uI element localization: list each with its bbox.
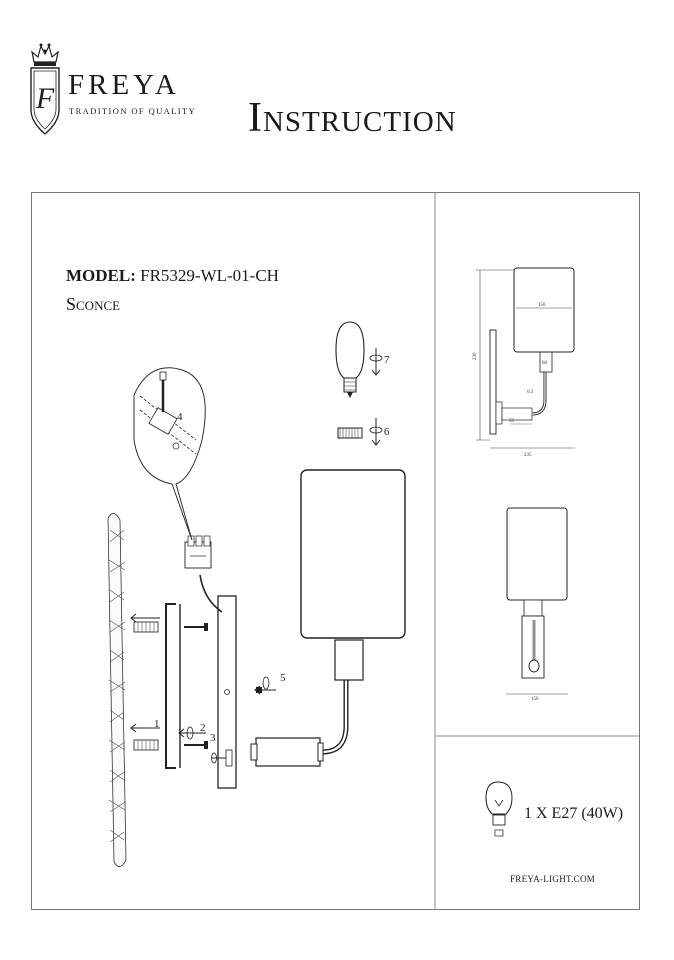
- terminal-block: [184, 535, 212, 569]
- dim-front-width: 150: [531, 697, 539, 702]
- brand-tagline: TRADITION OF QUALITY: [69, 106, 197, 116]
- zoom-callout: [133, 367, 206, 541]
- socket-holder: [334, 639, 364, 681]
- page-title: Instruction: [248, 95, 457, 141]
- wall-backplate: [217, 595, 237, 789]
- terminal-block-zoom: [139, 371, 197, 455]
- light-bulb-icon: [335, 321, 365, 398]
- website-link[interactable]: FREYA-LIGHT.COM: [510, 874, 596, 884]
- arm-connector: [255, 737, 321, 767]
- logo-letter: F: [35, 82, 55, 115]
- front-view-drawing: [506, 507, 568, 695]
- bulb-spec-icon: [485, 781, 513, 837]
- wall-dowel-bottom: [133, 739, 159, 751]
- side-view-drawing: [476, 267, 575, 449]
- product-type: Sconce: [66, 294, 121, 314]
- dim-backplate: 35: [509, 419, 515, 424]
- bulb-spec: 1 X E27 (40W): [524, 805, 624, 822]
- mounting-bracket: [165, 603, 176, 769]
- dim-depth: 235: [524, 453, 532, 458]
- step-label-6: 6: [384, 426, 390, 438]
- step-label-2: 2: [200, 722, 206, 734]
- wires: [199, 574, 223, 613]
- arrow-step-1-top: [130, 613, 160, 623]
- model-line: MODEL: FR5329-WL-01-CH: [66, 267, 279, 284]
- wall-dowel-top: [133, 621, 159, 633]
- arrow-step-1-bottom: [130, 723, 160, 733]
- step-label-7: 7: [384, 354, 390, 366]
- arrow-step-7: [371, 348, 381, 376]
- screw-top: [184, 623, 208, 631]
- step-label-4: 4: [177, 411, 183, 423]
- model-number: FR5329-WL-01-CH: [140, 266, 279, 285]
- dim-offset: 6.3: [527, 390, 534, 395]
- step-label-5: 5: [280, 672, 286, 684]
- dim-socket: 60: [542, 361, 548, 366]
- dim-shade-width: 150: [538, 303, 546, 308]
- brand-name: FREYA: [68, 69, 180, 101]
- brand-crest-icon: F: [30, 43, 60, 135]
- fixing-ring-icon: [337, 427, 363, 439]
- step-label-3: 3: [210, 732, 216, 744]
- lamp-shade: [300, 469, 406, 639]
- screw-bottom: [184, 741, 208, 749]
- wall-illustration: [107, 513, 127, 867]
- dim-height: 230: [473, 352, 478, 360]
- arrow-step-6: [371, 418, 381, 446]
- model-label: MODEL:: [66, 266, 136, 285]
- instruction-frame: [31, 192, 640, 910]
- step-label-1: 1: [154, 718, 160, 730]
